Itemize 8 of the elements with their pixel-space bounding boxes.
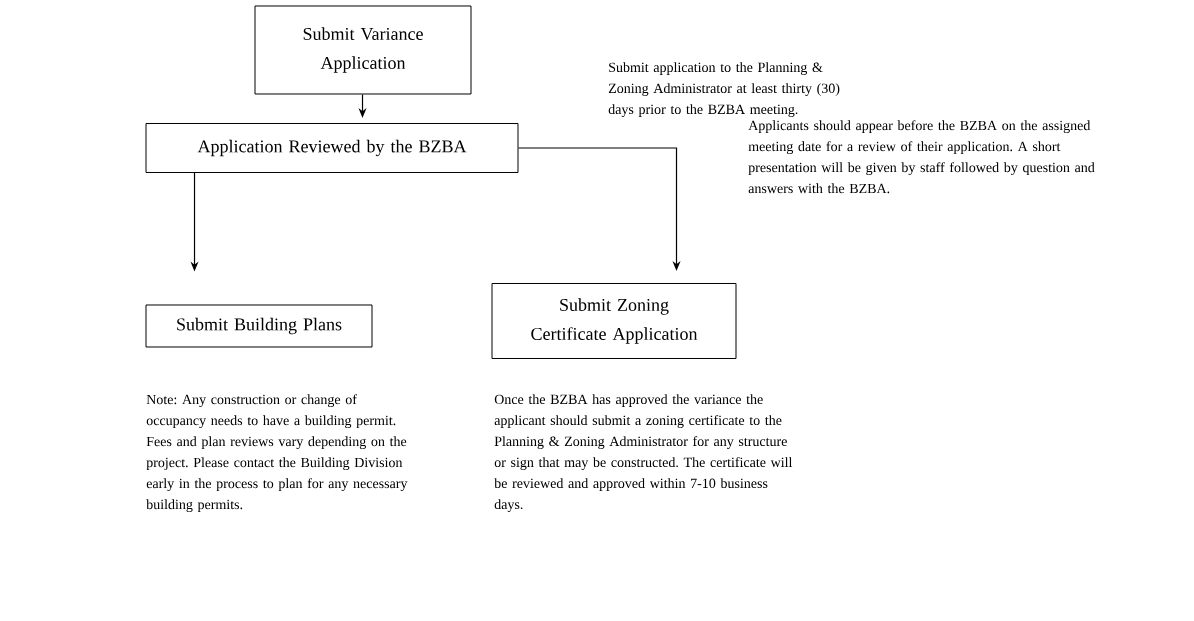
process-box: Submit Variance Application xyxy=(254,5,472,95)
process-box: Application Reviewed by the BZBA xyxy=(145,123,519,173)
note-text: Applicants should appear before the BZBA on the assigned meeting date for a review of their application. A short presentation will be given by staff followed by question and answers with the BZBA. xyxy=(748,120,1095,194)
note-text: Note: Any construction or change of occupancy needs to have a building permit. Fees and plan reviews vary depending on the project. Please contact the Building Division early in the process to plan for any necessary building permits. xyxy=(146,394,408,513)
process-box: Submit Zoning Certificate Application xyxy=(491,283,737,359)
note-text: Once the BZBA has approved the variance the applicant should submit a zoning certificate to the Planning & Zoning Administrator for any structure or sign that may be constructed. The certificate will be reviewed and approved within 7-10 business days. xyxy=(494,394,793,512)
process-box: Submit Building Plans xyxy=(145,304,373,348)
note-text: Submit application to the Planning & Zoning Administrator at least thirty (30) days prior to the BZBA meeting. xyxy=(608,62,840,117)
